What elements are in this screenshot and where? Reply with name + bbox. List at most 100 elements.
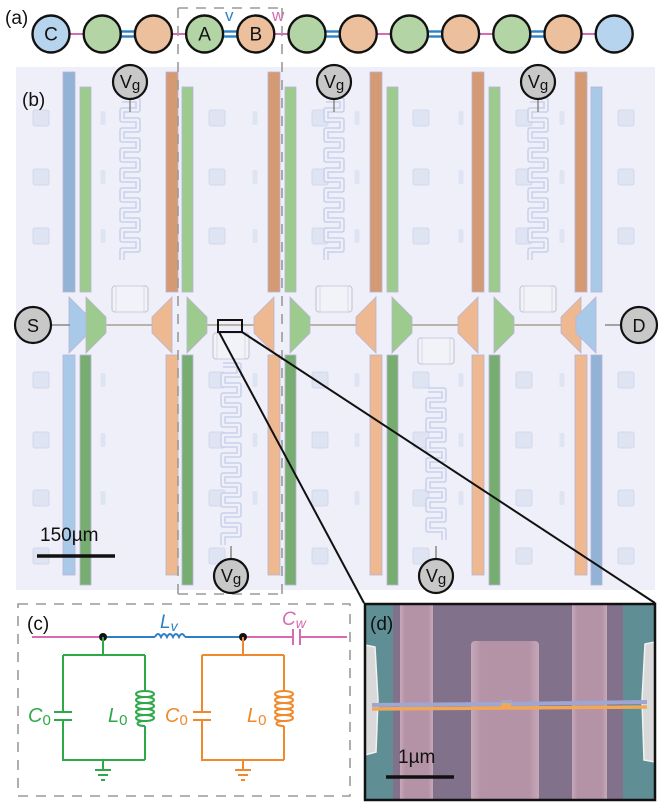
pad-slit: [458, 373, 464, 387]
gate-circle: [519, 63, 557, 101]
island-orange: [151, 296, 173, 354]
electrode-orange-upper: [574, 71, 588, 293]
pad-slit: [354, 229, 360, 243]
ground-pad: [412, 547, 430, 565]
electrode-orange-upper: [471, 71, 485, 293]
inductor-Lv: [154, 633, 186, 640]
unit-cell-dashed-box: [177, 7, 283, 595]
C0-A-label: C0: [28, 705, 51, 729]
scale-bar-b-label: 150µm: [40, 525, 98, 546]
electrode-green-upper: [284, 86, 297, 293]
pad-slit: [100, 229, 106, 243]
island-green: [186, 296, 208, 354]
island-green: [289, 296, 311, 354]
L0-A-label: L0: [108, 705, 127, 729]
electrode-orange-lower: [165, 354, 179, 576]
zoom-line-right: [241, 331, 656, 604]
pad-slit: [559, 229, 565, 243]
sem-gate-left: [400, 604, 433, 800]
gate-label: Vg: [120, 72, 140, 94]
pad-slit: [354, 491, 360, 505]
pad-slit: [252, 373, 258, 387]
gate-label: Vg: [528, 72, 548, 94]
drain-terminal: D: [605, 305, 659, 345]
ground-pad: [32, 371, 50, 389]
scale-bar-d-label: 1µm: [398, 747, 435, 768]
panel-d: (d) 1µm: [363, 602, 657, 802]
gate-capacitor: [111, 285, 149, 313]
site-circle: [184, 14, 225, 54]
chip-background: [16, 67, 655, 590]
panel-a-label: (a): [5, 8, 28, 29]
ground-pad: [32, 227, 50, 245]
electrode-orange-lower: [471, 354, 485, 576]
ground-pad: [311, 547, 329, 565]
electrode-green-upper: [386, 86, 399, 293]
ground-pad: [208, 168, 226, 186]
gate-circle: [315, 63, 353, 101]
ground-pad: [617, 227, 635, 245]
ground-pad: [311, 371, 329, 389]
gate-label-sub: g: [233, 571, 241, 588]
electrode-green-lower: [79, 354, 92, 586]
ground-pad: [617, 431, 635, 449]
gate-circle: [111, 63, 149, 101]
site-circle: [287, 14, 327, 54]
electrode-green-lower: [181, 354, 194, 586]
ground-pad: [32, 489, 50, 507]
C0-B-label: C0: [165, 705, 188, 729]
inductor-L0-A: [135, 690, 155, 727]
ground-pad: [412, 109, 430, 127]
gate-capacitor-inner: [421, 337, 451, 365]
gate-label-sub: g: [132, 77, 140, 94]
electrode-orange-upper: [369, 71, 383, 293]
meander-top-inner: [324, 98, 344, 260]
gate-label-main: V: [221, 566, 233, 586]
pad-slit: [100, 433, 106, 447]
ground-pad: [412, 371, 430, 389]
gate-label: Vg: [324, 72, 344, 94]
sem-gate-center: [471, 641, 539, 800]
site-B: [543, 14, 583, 54]
pad-slit: [252, 111, 258, 125]
electrode-green-lower: [488, 354, 501, 586]
lc-resonator-B: [193, 637, 294, 781]
scale-bar-b: 150µm: [37, 525, 115, 558]
island-orange: [355, 296, 377, 354]
sem-nanowire-top: [371, 700, 648, 707]
inductor-L0-B: [274, 690, 294, 727]
gate-capacitor-inner: [115, 285, 145, 313]
gate-capacitor: [315, 285, 353, 313]
site-circle: [594, 14, 634, 54]
ground-pad: [208, 227, 226, 245]
electrode-blue-lower: [590, 354, 603, 586]
site-A: [287, 14, 327, 54]
pad-slit: [100, 491, 106, 505]
panel-d-frame: [363, 602, 657, 802]
source-label: S: [27, 316, 39, 336]
ground-pad: [515, 371, 533, 389]
site-label: B: [249, 25, 262, 46]
Cw-label: Cw: [282, 609, 307, 631]
pad-slit: [252, 170, 258, 184]
resonator-electrodes: [62, 71, 603, 586]
gate-terminal: Vg: [417, 546, 455, 595]
island-orange: [457, 296, 479, 354]
ground-pad: [515, 431, 533, 449]
site-C: [594, 14, 634, 54]
site-circle: [389, 14, 430, 54]
pad-slit: [354, 373, 360, 387]
pad-slit: [100, 111, 106, 125]
chain-bonds: [69, 30, 596, 38]
electrode-green-lower: [386, 354, 399, 586]
pad-slit: [100, 373, 106, 387]
electrode-orange-lower: [369, 354, 383, 576]
bond-w-label: w: [271, 6, 285, 25]
drain-label: D: [633, 316, 646, 336]
gate-circle: [417, 557, 455, 595]
pad-slit: [559, 373, 565, 387]
ground-pad: [617, 371, 635, 389]
